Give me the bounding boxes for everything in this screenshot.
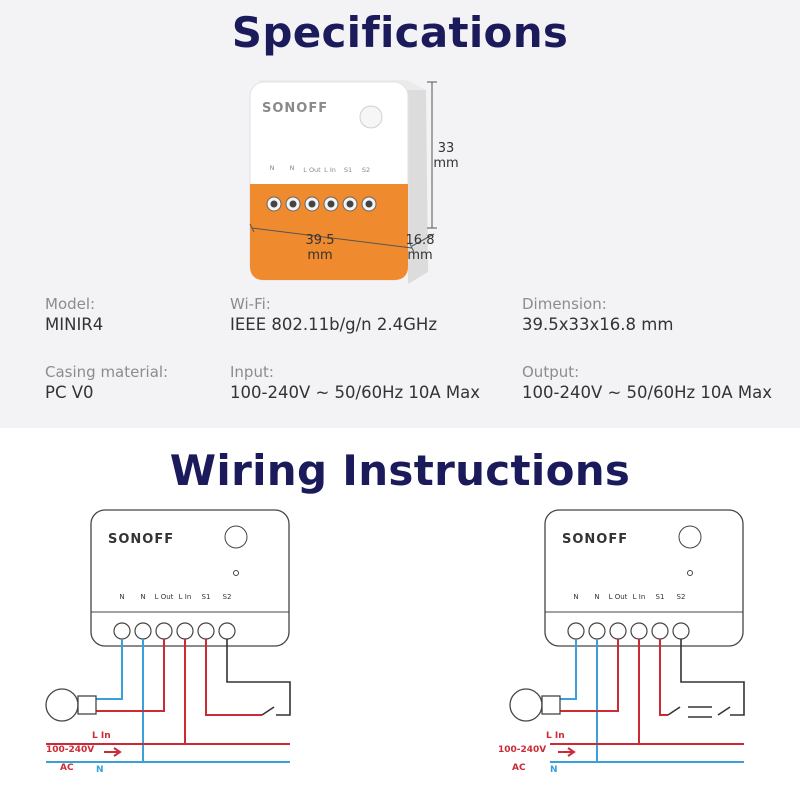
spec-label-input: Input:: [230, 363, 274, 381]
terminal-label: L Out: [155, 593, 174, 601]
dim-width-unit: mm: [307, 248, 332, 263]
device-pair-button: [359, 105, 383, 129]
wiring-diagrams: SONOFF N N L Out L In S1 S2: [45, 509, 745, 775]
terminal-screws: [266, 196, 377, 212]
device-brand: SONOFF: [108, 532, 174, 547]
spec-label-casing: Casing material:: [45, 363, 169, 381]
spec-value-model: MINIR4: [45, 315, 104, 334]
device-pair-button: [224, 525, 248, 549]
bulb: [45, 688, 97, 722]
terminal-label: L In: [324, 166, 336, 174]
supply-arrow: [104, 747, 122, 757]
wiring-title: Wiring Instructions: [169, 446, 631, 495]
dim-depth: 16.8: [406, 233, 435, 248]
terminal-label: N: [290, 164, 295, 172]
dim-width: 39.5: [306, 233, 335, 248]
led-indicator: [233, 570, 239, 576]
live-wires: [46, 639, 290, 745]
spec-value-output: 100-240V ~ 50/60Hz 10A Max: [522, 383, 773, 402]
spec-value-dimension: 39.5x33x16.8 mm: [522, 315, 674, 334]
terminal-screws: [567, 622, 690, 640]
terminal-label: N: [594, 593, 599, 601]
terminal-label: L In: [179, 593, 192, 601]
terminal-label: S1: [344, 166, 352, 174]
device-brand: SONOFF: [562, 532, 628, 547]
terminal-label: N: [573, 593, 578, 601]
device-brand: SONOFF: [262, 101, 328, 116]
spec-label-output: Output:: [522, 363, 580, 381]
spec-value-input: 100-240V ~ 50/60Hz 10A Max: [230, 383, 481, 402]
wiring-diagram-two-way-switch: SONOFF N N L Out L In S1 S2: [498, 509, 745, 775]
terminal-label: L Out: [303, 166, 321, 174]
terminal-label: N: [119, 593, 124, 601]
dimension-lines: [249, 81, 437, 253]
terminal-label: L Out: [609, 593, 628, 601]
dim-height: 33: [438, 141, 455, 156]
bulb: [509, 688, 561, 722]
neutral-label: N: [96, 765, 104, 775]
switch-wires: [667, 639, 745, 718]
dim-height-unit: mm: [433, 156, 458, 171]
terminal-label: S2: [362, 166, 370, 174]
live-wires: [550, 639, 744, 745]
neutral-wires: [46, 639, 290, 763]
terminal-label: S1: [202, 593, 211, 601]
spec-value-wifi: IEEE 802.11b/g/n 2.4GHz: [230, 315, 437, 334]
dim-depth-unit: mm: [407, 248, 432, 263]
device-side: [406, 80, 428, 284]
spec-label-dimension: Dimension:: [522, 295, 607, 313]
terminal-label: S2: [223, 593, 232, 601]
supply-type: AC: [60, 763, 74, 773]
terminal-label: N: [270, 164, 275, 172]
neutral-label: N: [550, 765, 558, 775]
spec-value-casing: PC V0: [45, 383, 94, 402]
supply-voltage: 100-240V: [46, 745, 94, 755]
wiring-diagram-single-switch: SONOFF N N L Out L In S1 S2: [45, 509, 291, 775]
spec-label-wifi: Wi-Fi:: [230, 295, 271, 313]
supply-type: AC: [512, 763, 526, 773]
supply-voltage: 100-240V: [498, 745, 546, 755]
product-illustration: SONOFF N N L Out L In S1 S2 33 mm 39.5 m…: [249, 80, 459, 284]
terminal-label: S1: [656, 593, 665, 601]
spec-label-model: Model:: [45, 295, 96, 313]
device-pair-button: [678, 525, 702, 549]
switch-wires: [226, 639, 291, 716]
line-label: L In: [546, 731, 565, 741]
supply-arrow: [558, 747, 576, 757]
terminal-label: S2: [677, 593, 686, 601]
line-label: L In: [92, 731, 111, 741]
led-indicator: [687, 570, 693, 576]
terminal-label: L In: [633, 593, 646, 601]
terminal-label: N: [140, 593, 145, 601]
specifications-title: Specifications: [231, 8, 569, 57]
